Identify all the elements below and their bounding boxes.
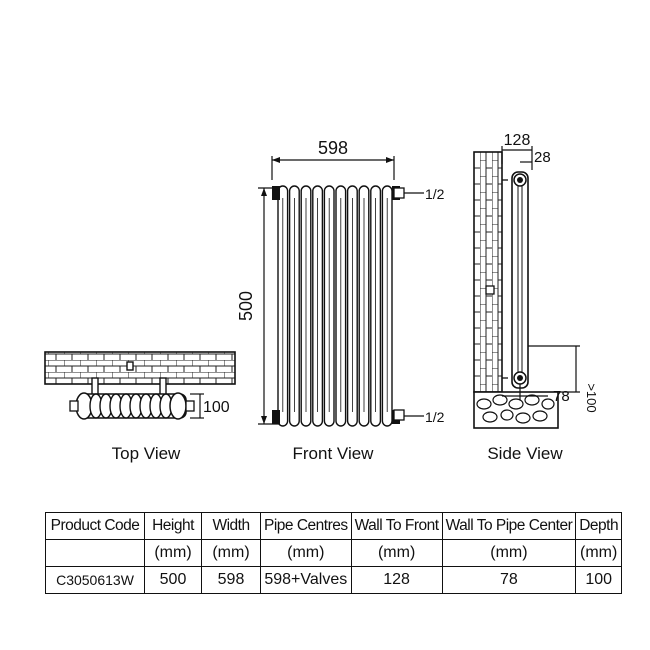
front-pipe-bottom-label: 1/2 xyxy=(425,409,445,425)
height-cell: 500 xyxy=(144,566,202,594)
side-view-wall xyxy=(473,151,503,393)
radiator-end-cap xyxy=(272,410,280,424)
unit-cell: (mm) xyxy=(144,539,202,567)
side-view-floor xyxy=(473,391,559,429)
top-view-label: Top View xyxy=(111,444,181,463)
pipe-centres-cell: 598+Valves xyxy=(260,566,352,594)
front-height-label: 500 xyxy=(236,291,256,321)
header-depth: Depth xyxy=(575,512,623,540)
side-depth-total-label: 128 xyxy=(504,132,531,149)
side-view-drawing: 128 28 78 >100 xyxy=(473,132,599,429)
front-width-label: 598 xyxy=(318,138,348,158)
side-pipe-center-label: 78 xyxy=(553,388,570,405)
radiator-end-cap xyxy=(272,186,280,200)
front-view-label: Front View xyxy=(292,444,374,463)
front-view-drawing: 598 500 1/2 1/2 xyxy=(236,138,445,427)
top-view-depth-label: 100 xyxy=(203,399,230,416)
front-view-radiator xyxy=(272,185,400,427)
side-wall-gap-label: 28 xyxy=(534,149,551,166)
side-view-label: Side View xyxy=(487,444,563,463)
unit-cell: (mm) xyxy=(350,539,443,567)
product-code-cell: C3050613W xyxy=(45,566,145,594)
spec-table-units-row: (mm) (mm) (mm) (mm) (mm) (mm) xyxy=(45,539,623,567)
unit-cell: (mm) xyxy=(575,539,623,567)
top-view-wall xyxy=(44,351,236,385)
header-height: Height xyxy=(144,512,202,540)
header-width: Width xyxy=(201,512,261,540)
header-pipe-centres: Pipe Centres xyxy=(260,512,352,540)
front-pipe-top-label: 1/2 xyxy=(425,186,445,202)
side-floor-gap-label: >100 xyxy=(584,383,599,412)
spec-table-header-row: Product Code Height Width Pipe Centres W… xyxy=(45,512,623,540)
depth-cell: 100 xyxy=(575,566,623,594)
top-view-radiator xyxy=(69,392,195,420)
table-row: C3050613W 500 598 598+Valves 128 78 100 xyxy=(45,566,623,594)
top-view-drawing: 100 xyxy=(44,351,236,420)
width-cell: 598 xyxy=(201,566,261,594)
header-product-code: Product Code xyxy=(45,512,145,540)
unit-cell xyxy=(45,539,145,567)
wall-to-front-cell: 128 xyxy=(350,566,443,594)
unit-cell: (mm) xyxy=(201,539,261,567)
header-wall-to-front: Wall To Front xyxy=(350,512,443,540)
unit-cell: (mm) xyxy=(441,539,577,567)
side-view-radiator xyxy=(511,171,529,389)
unit-cell: (mm) xyxy=(260,539,352,567)
spec-table: Product Code Height Width Pipe Centres W… xyxy=(45,512,623,594)
wall-to-pipe-center-cell: 78 xyxy=(441,566,577,594)
header-wall-to-pipe-center: Wall To Pipe Center xyxy=(441,512,577,540)
